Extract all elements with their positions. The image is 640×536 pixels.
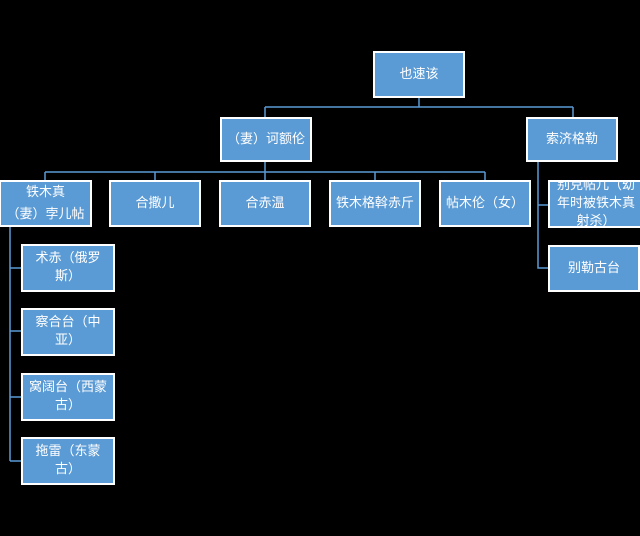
node-yesugei: 也速该 (373, 51, 465, 98)
node-label: 合赤温 (245, 195, 285, 211)
node-hachiun: 合赤温 (219, 180, 311, 227)
connector-wife-children (44, 162, 486, 182)
node-label: 索济格勒 (545, 131, 598, 147)
connector-root (264, 98, 574, 117)
node-label: 铁木格斡赤斤 (335, 195, 414, 211)
node-ogedei: 窝阔台（西蒙古） (21, 373, 115, 421)
node-suochige: 索济格勒 (526, 117, 618, 162)
node-tolui: 拖雷（东蒙古） (21, 437, 115, 485)
node-label: 合撒儿 (135, 195, 175, 211)
node-hoelun: （妻）诃额伦 (220, 117, 312, 162)
node-temujin: 铁木真 （妻）孛儿帖 (0, 180, 92, 227)
node-label: 拖雷（东蒙古） (35, 444, 101, 477)
node-label: 察合台（中亚） (35, 315, 101, 348)
node-bekter: 别克帖儿（幼年时被铁木真射杀） (548, 180, 640, 228)
node-label: 也速该 (399, 66, 439, 82)
node-label: 术赤（俄罗斯） (35, 251, 101, 284)
node-hasar: 合撒儿 (109, 180, 201, 227)
connector-temujin-sons (9, 227, 23, 462)
node-jochi: 术赤（俄罗斯） (21, 244, 115, 292)
node-label: 别克帖儿（幼年时被铁木真射杀） (556, 180, 635, 228)
node-label: 窝阔台（西蒙古） (28, 380, 107, 413)
node-label: 别勒古台 (567, 260, 620, 276)
node-temuge: 铁木格斡赤斤 (329, 180, 421, 227)
node-belgutai: 别勒古台 (548, 245, 640, 292)
node-temulun: 帖木伦（女） (439, 180, 531, 227)
node-label: 铁木真 （妻）孛儿帖 (6, 184, 85, 222)
node-chagatai: 察合台（中亚） (21, 308, 115, 356)
node-label: 帖木伦（女） (445, 195, 524, 211)
node-label: （妻）诃额伦 (226, 131, 305, 147)
